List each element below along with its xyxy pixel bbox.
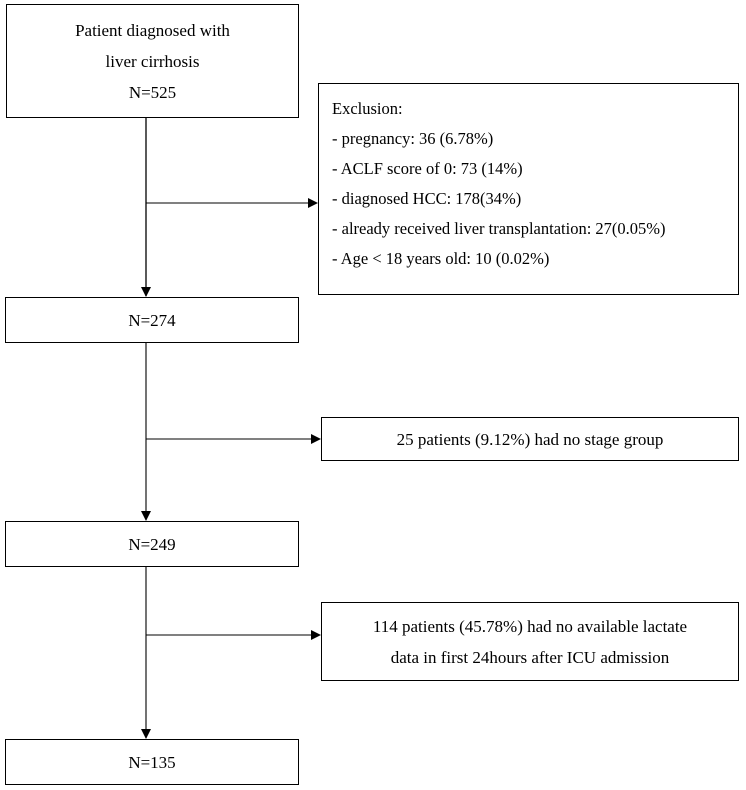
- step-box-249: N=249: [5, 521, 299, 567]
- exclusion-item: - already received liver transplantation…: [332, 219, 666, 238]
- exclusion-item: - Age < 18 years old: 10 (0.02%): [332, 249, 550, 268]
- exclusion-title: Exclusion:: [332, 99, 403, 118]
- start-box: Patient diagnosed with liver cirrhosis N…: [6, 4, 299, 118]
- exclusion-item: - pregnancy: 36 (6.78%): [332, 129, 494, 148]
- step-count: N=249: [128, 534, 176, 554]
- exclusion-box-1: Exclusion: - pregnancy: 36 (6.78%) - ACL…: [318, 83, 739, 295]
- exclusion-box-2: 25 patients (9.12%) had no stage group: [321, 417, 739, 461]
- start-line-2: liver cirrhosis: [105, 51, 200, 71]
- exclusion-item: - diagnosed HCC: 178(34%): [332, 189, 522, 208]
- exclusion-2-text: 25 patients (9.12%) had no stage group: [396, 429, 664, 449]
- exclusion-box-3: 114 patients (45.78%) had no available l…: [321, 602, 739, 681]
- exclusion-3-line-1: 114 patients (45.78%) had no available l…: [372, 616, 688, 636]
- start-line-1: Patient diagnosed with: [75, 20, 230, 40]
- exclusion-3-line-2: data in first 24hours after ICU admissio…: [390, 647, 670, 667]
- step-box-274: N=274: [5, 297, 299, 343]
- start-count: N=525: [128, 82, 177, 102]
- final-count: N=135: [128, 752, 176, 772]
- exclusion-item: - ACLF score of 0: 73 (14%): [332, 159, 523, 178]
- step-count: N=274: [128, 310, 176, 330]
- final-box-135: N=135: [5, 739, 299, 785]
